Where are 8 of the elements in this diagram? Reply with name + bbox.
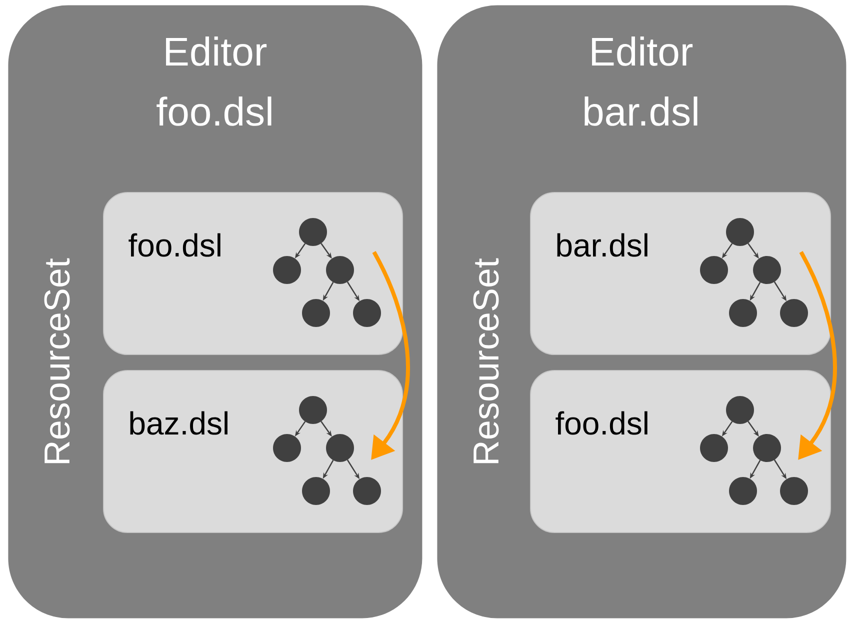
panel-title: Editor foo.dsl [156, 36, 272, 126]
file-box: baz.dsl [103, 370, 403, 533]
vertical-label: ResourceSet [473, 258, 499, 464]
file-box: foo.dsl [530, 370, 831, 533]
panel-title: Editor bar.dsl [584, 36, 698, 126]
vertical-label: ResourceSet [44, 258, 70, 464]
file-box: foo.dsl [103, 192, 403, 355]
file-box: bar.dsl [530, 192, 831, 355]
